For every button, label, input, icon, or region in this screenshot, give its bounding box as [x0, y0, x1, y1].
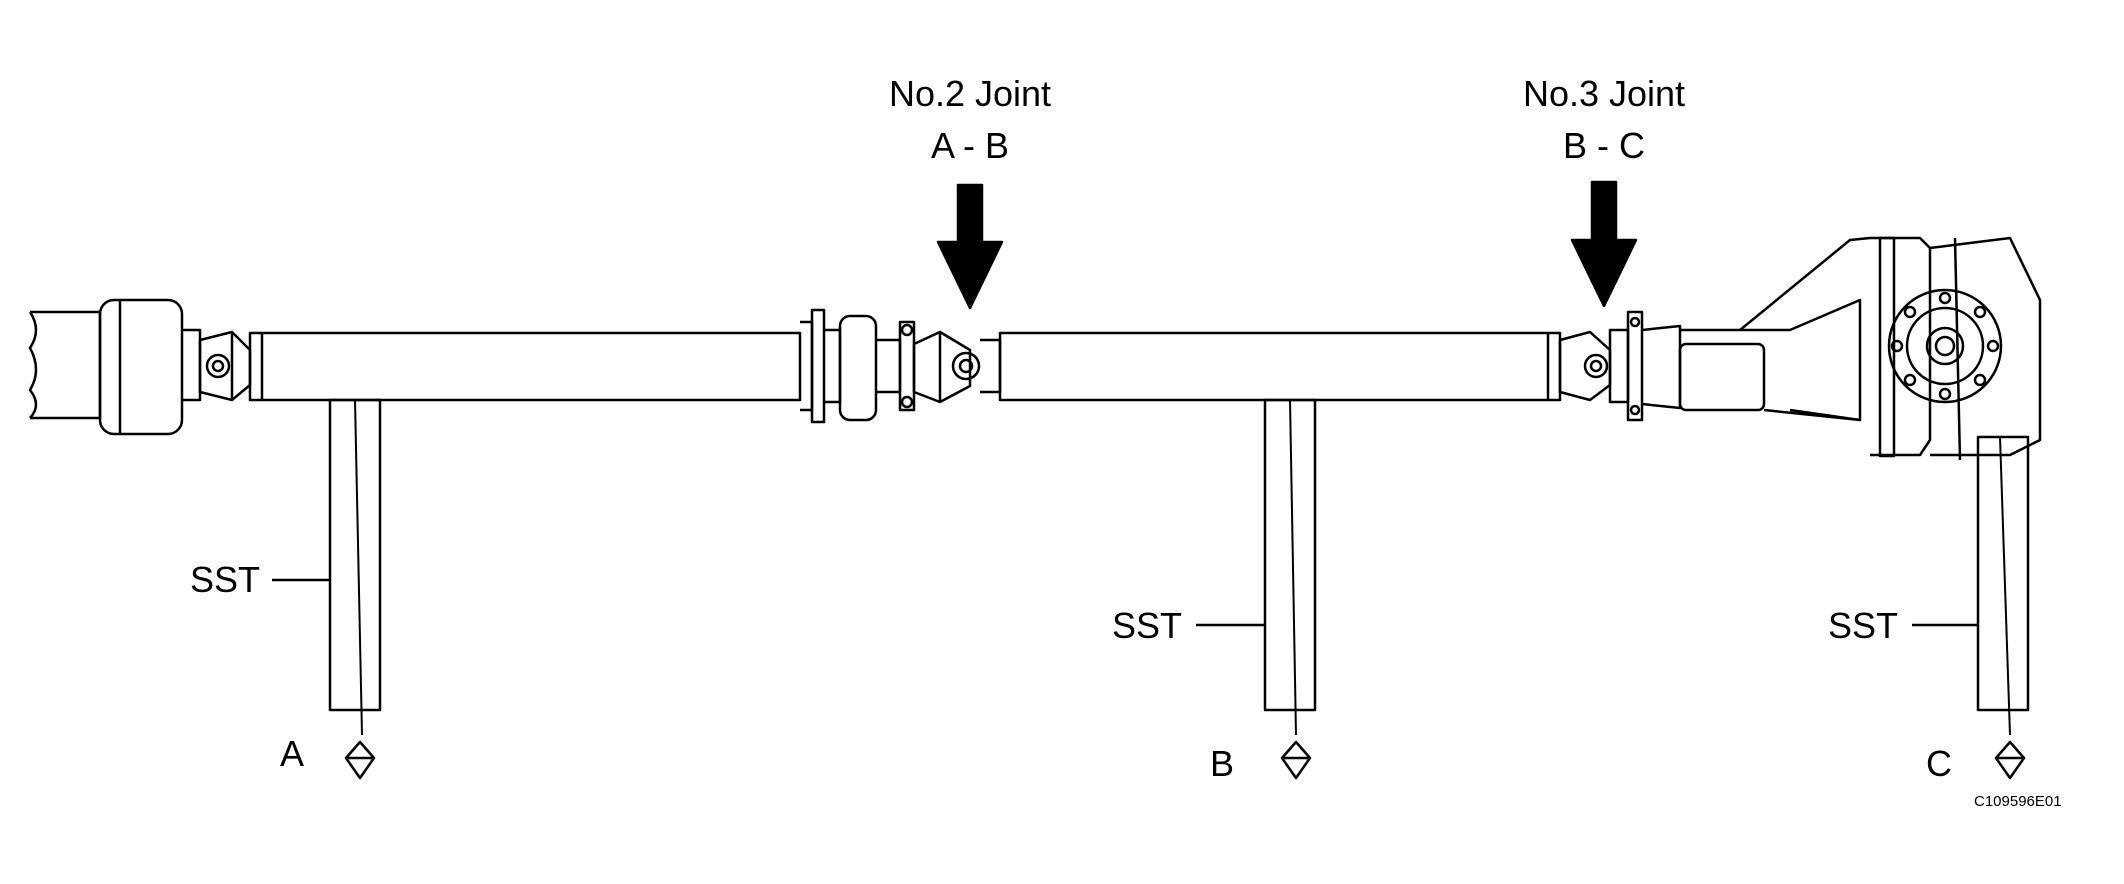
joint3-range: B - C: [1562, 125, 1646, 166]
joint3-title: No.3 Joint: [1522, 73, 1686, 114]
point-a-label: A: [280, 733, 305, 774]
arrow-no2-joint: [936, 183, 1004, 310]
joint2-title: No.2 Joint: [888, 73, 1052, 114]
sst-gauge-a: [328, 398, 382, 780]
point-b-label: B: [1210, 743, 1235, 784]
differential-housing: [1678, 236, 2042, 461]
sst-label-c: SST: [1828, 605, 1899, 646]
point-c-label: C: [1926, 743, 1952, 784]
front-u-joint: [198, 330, 252, 402]
center-support: [800, 308, 916, 424]
sst-label-a: SST: [190, 559, 261, 600]
figure-code: C109596E01: [1974, 793, 2062, 810]
no3-u-joint: [1558, 310, 1682, 422]
shaft-1: [248, 331, 802, 402]
shaft-2: [998, 331, 1562, 402]
sst-gauge-c: [1976, 435, 2030, 780]
arrow-no3-joint: [1570, 180, 1638, 308]
sst-label-b: SST: [1112, 605, 1183, 646]
joint2-range: A - B: [930, 125, 1010, 166]
no2-u-joint: [912, 330, 1002, 404]
sst-gauge-b: [1263, 398, 1317, 780]
transmission-end: [28, 298, 202, 436]
